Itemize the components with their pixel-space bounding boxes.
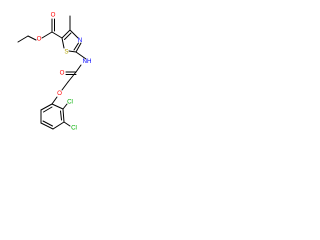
bond-n3-c2 <box>75 42 82 53</box>
bond-c2-nh <box>75 51 87 60</box>
bond-nh-amide-c <box>75 64 82 73</box>
amide-o-label: O <box>60 70 65 77</box>
bond-ph-3-4 <box>52 121 65 130</box>
ether-o-label: O <box>57 90 62 97</box>
bond-ethyl-2 <box>27 35 37 41</box>
bond-n3-c2-inner <box>73 42 79 51</box>
atom-labels: O O S N NH O O Cl Cl <box>37 12 92 132</box>
bond-ph-6-1 <box>40 103 53 111</box>
bond-lines <box>17 15 87 130</box>
bond-ph-6-1-inner <box>43 106 53 113</box>
chlorine-top-label: Cl <box>67 99 73 106</box>
ester-o-carbonyl-label: O <box>51 12 56 19</box>
bond-c5-c4 <box>61 29 71 39</box>
bond-ph-4-5 <box>40 122 54 130</box>
thiazole-s-label: S <box>64 49 68 56</box>
chemical-structure-canvas: O O S N NH O O Cl Cl <box>0 0 150 150</box>
bond-ph-cl-right <box>63 121 71 127</box>
bond-c-c5 <box>51 31 63 39</box>
bond-ethyl-1 <box>17 35 29 43</box>
ester-o-ether-label: O <box>37 36 42 43</box>
bond-c5-c4-inner <box>64 32 72 40</box>
molecule-diagram: O O S N NH O O Cl Cl <box>17 12 92 132</box>
bond-o-phenyl <box>51 96 58 105</box>
amide-nh-label: NH <box>83 58 92 65</box>
thiazole-n-label: N <box>78 37 82 44</box>
bond-ch2-o <box>61 81 69 91</box>
bond-ph-cl-top <box>62 103 68 110</box>
bond-ph-2-3-inner <box>60 110 62 121</box>
bond-c4-n3 <box>69 29 79 39</box>
bond-ph-1-2 <box>51 103 64 110</box>
bond-c2-s1 <box>68 50 77 53</box>
chlorine-right-label: Cl <box>71 125 77 132</box>
bond-s1-c5 <box>61 37 65 49</box>
bond-ph-2-3 <box>62 108 65 123</box>
bond-ester-o-c <box>41 31 53 39</box>
bond-amide-c-ch2 <box>67 71 77 83</box>
bond-ph-4-5-inner <box>42 120 53 127</box>
